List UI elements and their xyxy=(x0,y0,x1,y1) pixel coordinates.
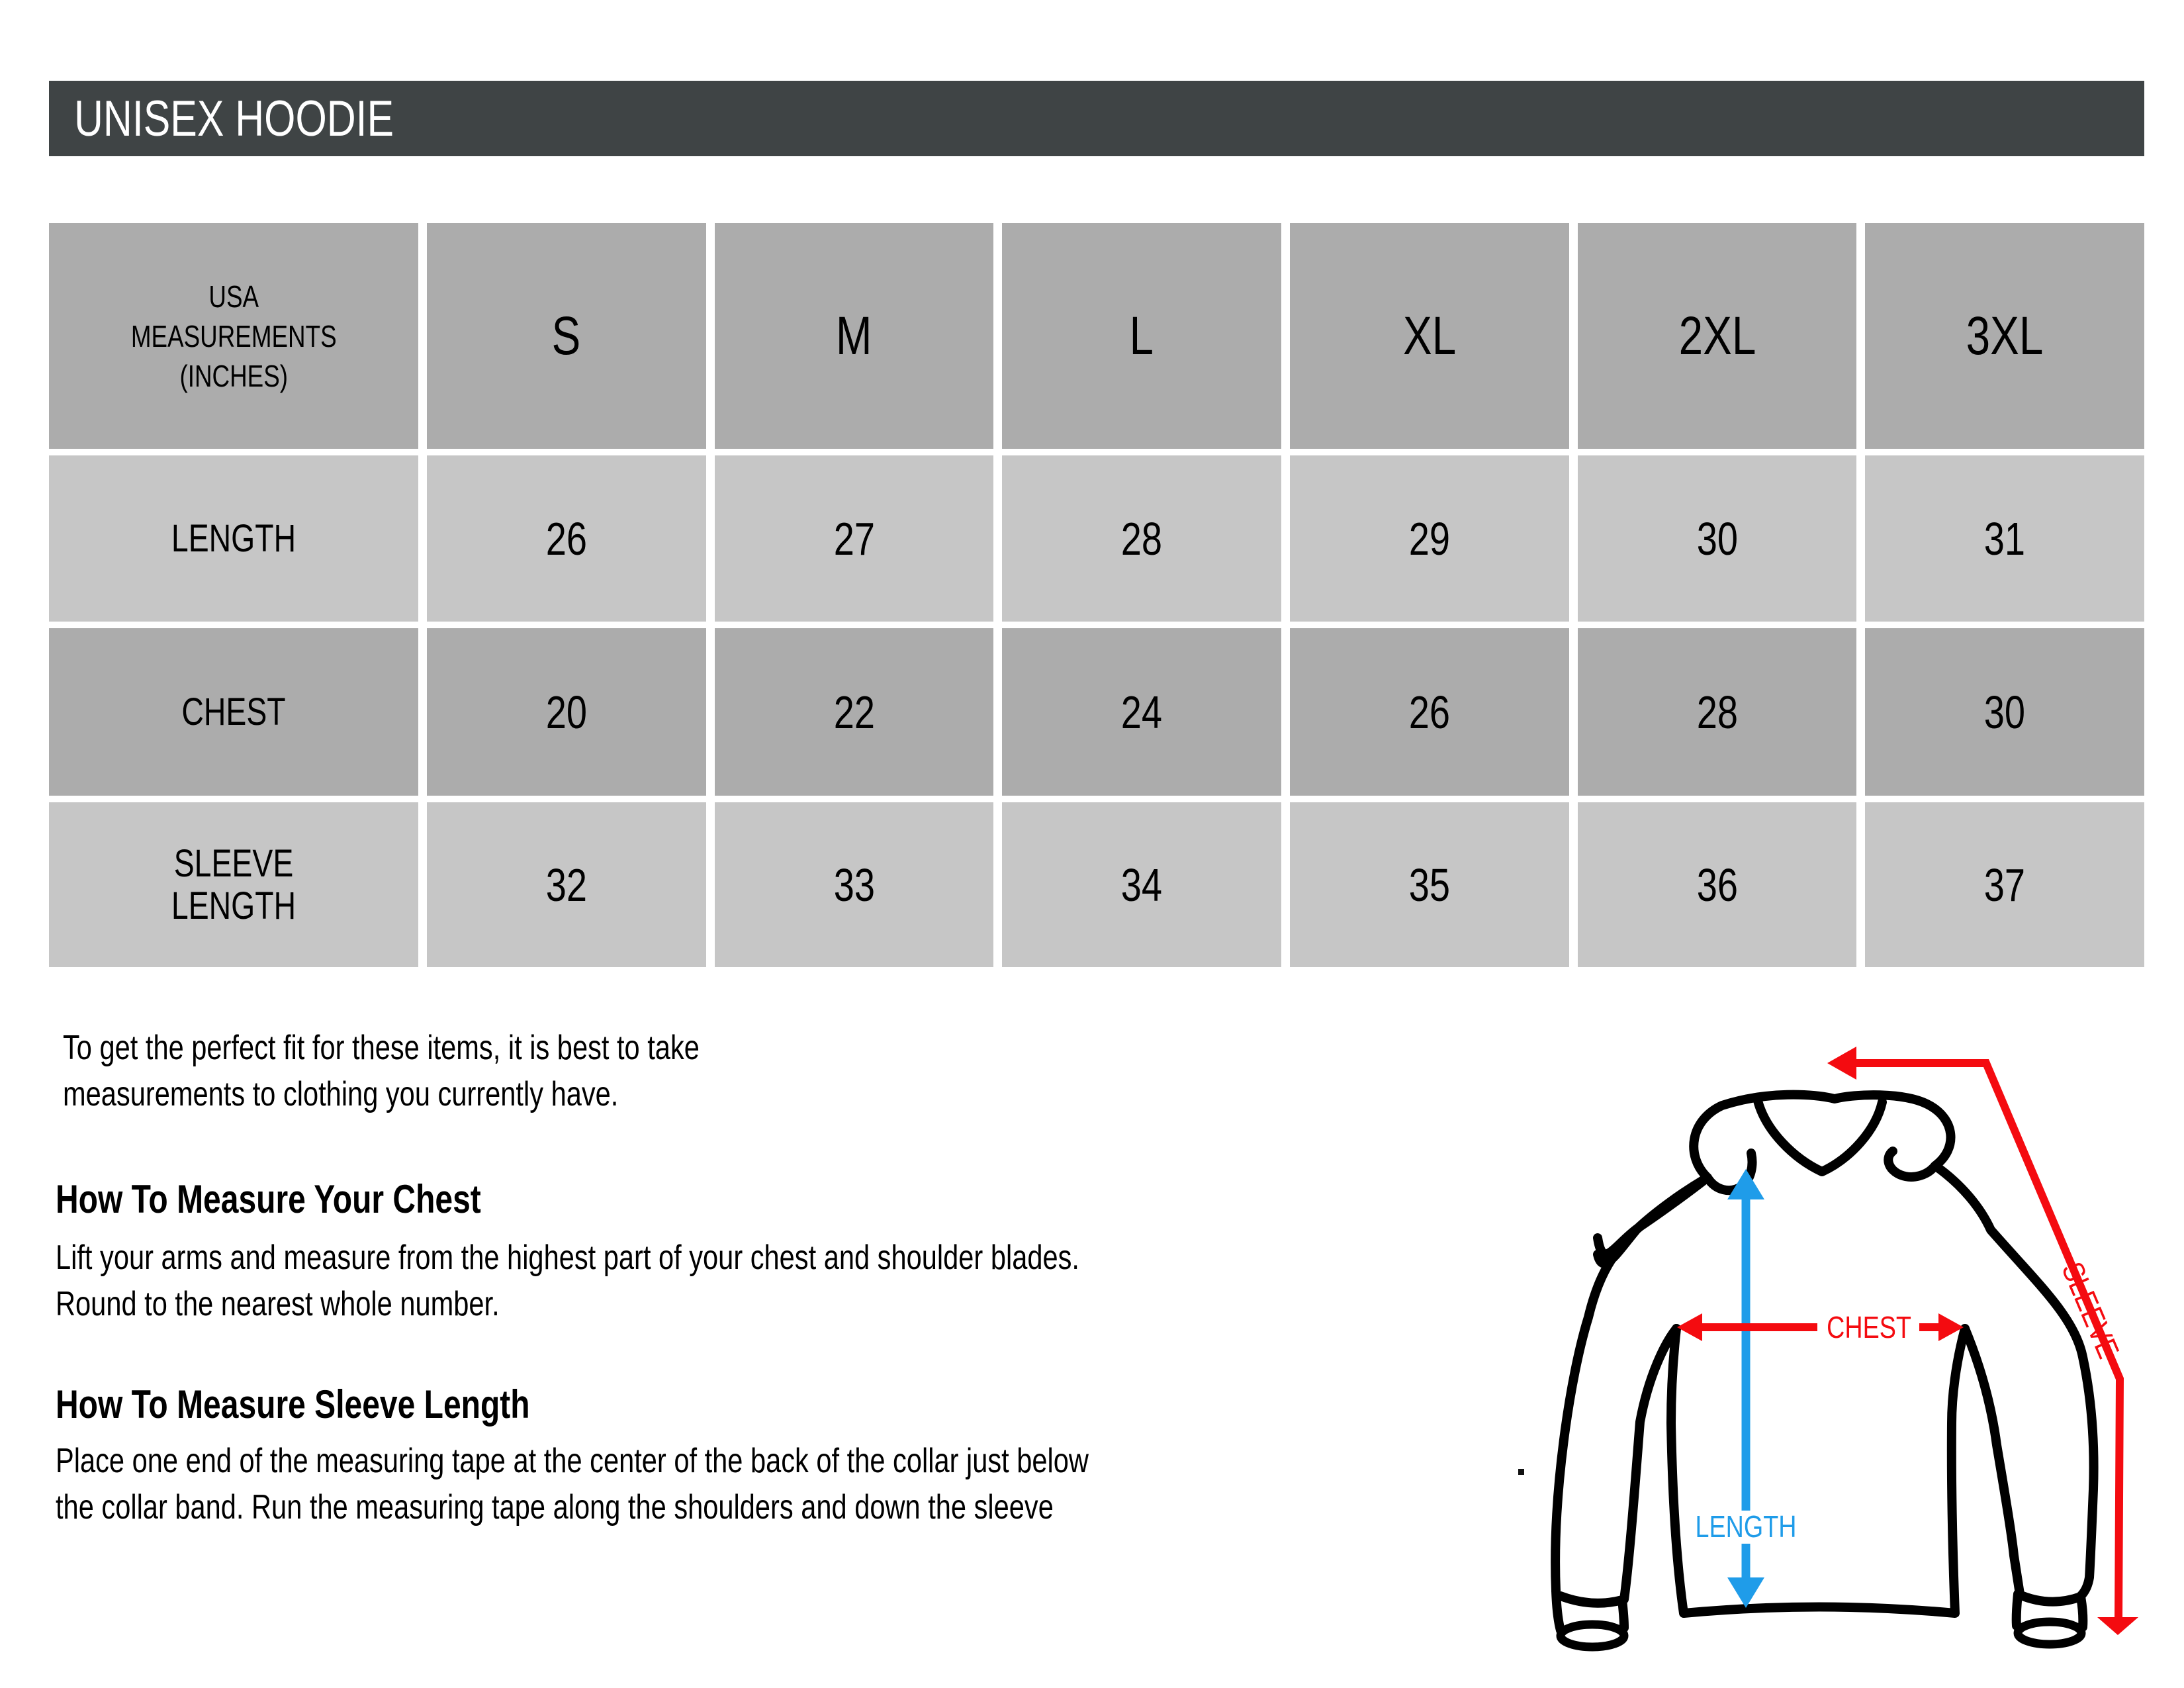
length-value-s: 26 xyxy=(427,455,706,622)
sleeve-arrowhead-left-icon xyxy=(1827,1047,1856,1080)
chest-label: CHEST xyxy=(1827,1310,1911,1344)
chest-value-m: 22 xyxy=(714,628,994,796)
hoodie-outline xyxy=(1551,1090,2099,1652)
sleeve-value-xl: 35 xyxy=(1289,802,1569,967)
length-value-l: 28 xyxy=(1002,455,1281,622)
length-label: LENGTH xyxy=(1696,1509,1797,1543)
chest-arrowhead-left-icon xyxy=(1677,1313,1702,1341)
sleeve-value-s: 32 xyxy=(427,802,706,967)
length-value-2xl: 30 xyxy=(1577,455,1857,622)
length-value-xl: 29 xyxy=(1289,455,1569,622)
table-corner-header: USA MEASUREMENTS (INCHES) xyxy=(49,223,418,449)
size-column-header-s: S xyxy=(427,223,706,449)
page-title: UNISEX HOODIE xyxy=(74,90,394,147)
chest-value-s: 20 xyxy=(427,628,706,796)
measuring-notes: To get the perfect fit for these items, … xyxy=(56,1025,1181,1530)
chest-value-xl: 26 xyxy=(1289,628,1569,796)
how-to-measure-sleeve-heading: How To Measure Sleeve Length xyxy=(56,1382,530,1427)
hoodie-measurement-diagram: LENGTH CHEST SLEEVE xyxy=(1551,1047,2138,1652)
chest-arrow: CHEST xyxy=(1677,1310,1964,1344)
size-column-header-3xl: 3XL xyxy=(1865,223,2144,449)
sleeve-value-l: 34 xyxy=(1002,802,1281,967)
sleeve-value-2xl: 36 xyxy=(1577,802,1857,967)
how-to-measure-chest-heading: How To Measure Your Chest xyxy=(56,1177,481,1221)
chest-value-2xl: 28 xyxy=(1577,628,1857,796)
sleeve-value-3xl: 37 xyxy=(1865,802,2144,967)
corner-header-text: USA MEASUREMENTS (INCHES) xyxy=(130,279,337,393)
length-arrowhead-down-icon xyxy=(1727,1577,1764,1608)
fit-intro-paragraph: To get the perfect fit for these items, … xyxy=(63,1029,700,1113)
row-label-length: LENGTH xyxy=(49,455,418,622)
size-column-header-l: L xyxy=(1002,223,1281,449)
size-chart-table: USA MEASUREMENTS (INCHES) S M L XL 2XL 3… xyxy=(49,223,2144,967)
sleeve-arrowhead-down-icon xyxy=(2097,1617,2138,1635)
title-bar: UNISEX HOODIE xyxy=(49,81,2144,156)
sleeve-instructions: Place one end of the measuring tape at t… xyxy=(56,1442,1089,1526)
chest-instructions: Lift your arms and measure from the high… xyxy=(56,1239,1079,1323)
length-value-m: 27 xyxy=(714,455,994,622)
length-arrowhead-up-icon xyxy=(1727,1169,1764,1199)
row-label-chest: CHEST xyxy=(49,628,418,796)
length-arrow: LENGTH xyxy=(1696,1169,1797,1608)
chest-value-l: 24 xyxy=(1002,628,1281,796)
chest-value-3xl: 30 xyxy=(1865,628,2144,796)
length-value-3xl: 31 xyxy=(1865,455,2144,622)
row-label-sleeve-length: SLEEVE LENGTH xyxy=(49,802,418,967)
size-column-header-xl: XL xyxy=(1289,223,1569,449)
stray-mark xyxy=(1518,1469,1524,1475)
size-column-header-m: M xyxy=(714,223,994,449)
chest-arrowhead-right-icon xyxy=(1938,1313,1964,1341)
size-column-header-2xl: 2XL xyxy=(1577,223,1857,449)
sleeve-value-m: 33 xyxy=(714,802,994,967)
